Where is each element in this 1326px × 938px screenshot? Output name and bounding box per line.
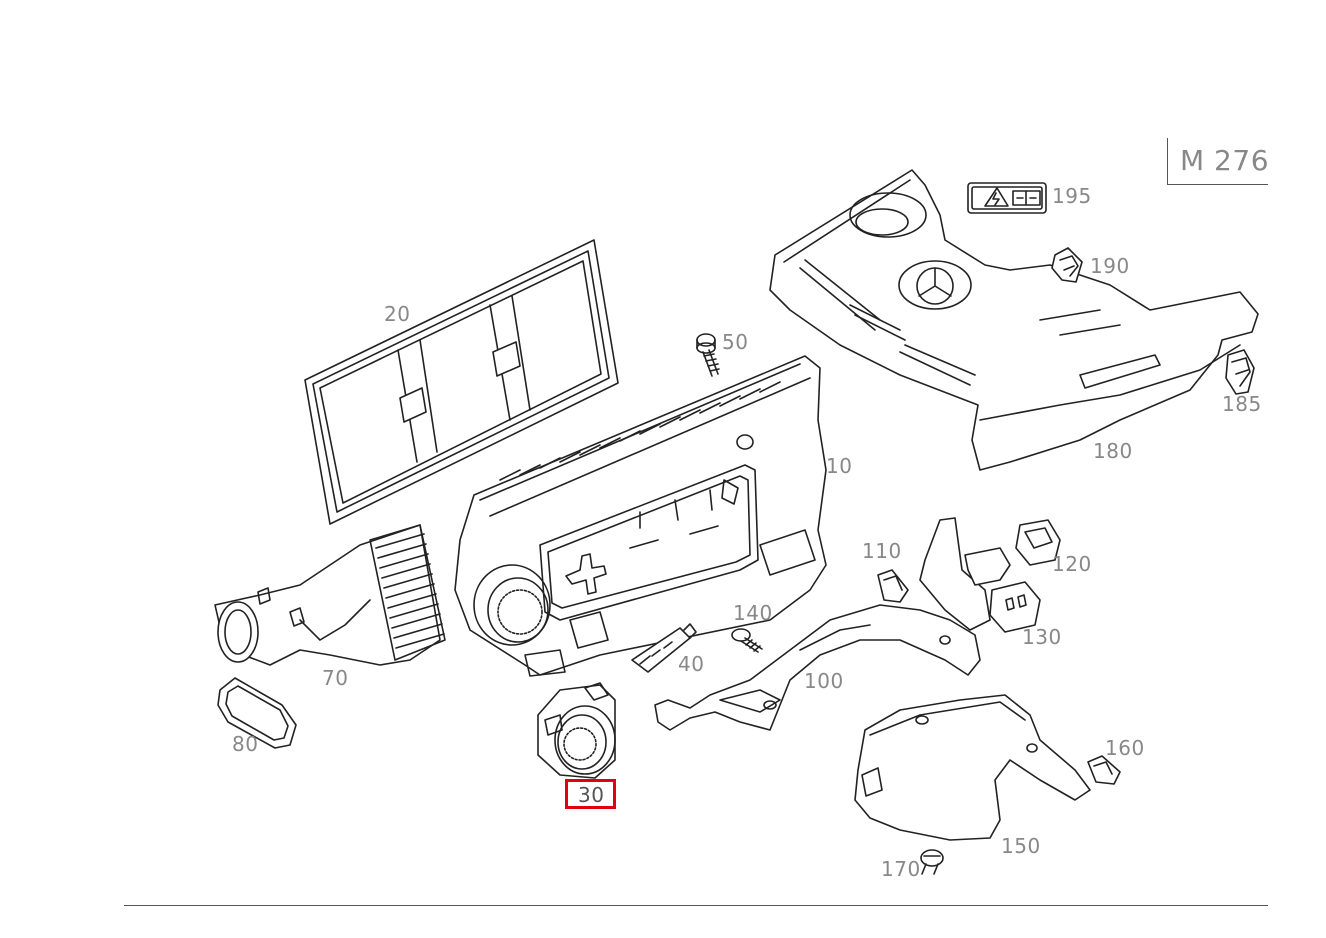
part-40-sensor[interactable] bbox=[632, 624, 696, 672]
part-140-screw[interactable] bbox=[732, 629, 762, 652]
callout-30[interactable]: 30 bbox=[578, 783, 605, 807]
engine-code-frame bbox=[1167, 138, 1268, 185]
callout-80[interactable]: 80 bbox=[232, 732, 259, 756]
part-100-bracket[interactable] bbox=[655, 605, 980, 730]
callout-20[interactable]: 20 bbox=[384, 302, 411, 326]
highlight-box-part-30 bbox=[565, 779, 616, 809]
callout-70[interactable]: 70 bbox=[322, 666, 349, 690]
callout-160[interactable]: 160 bbox=[1105, 736, 1145, 760]
callout-140[interactable]: 140 bbox=[733, 601, 773, 625]
callout-180[interactable]: 180 bbox=[1093, 439, 1133, 463]
part-170-screw[interactable] bbox=[921, 850, 943, 874]
callout-110[interactable]: 110 bbox=[862, 539, 902, 563]
callout-170[interactable]: 170 bbox=[881, 857, 921, 881]
callout-130[interactable]: 130 bbox=[1022, 625, 1062, 649]
callout-10[interactable]: 10 bbox=[826, 454, 853, 478]
callout-100[interactable]: 100 bbox=[804, 669, 844, 693]
callout-195[interactable]: 195 bbox=[1052, 184, 1092, 208]
callout-50[interactable]: 50 bbox=[722, 330, 749, 354]
part-10-air-filter-housing[interactable] bbox=[455, 356, 826, 676]
part-20-air-filter[interactable] bbox=[305, 240, 618, 524]
part-180-engine-cover[interactable] bbox=[770, 170, 1258, 470]
part-190-clip[interactable] bbox=[1052, 248, 1082, 282]
part-120-module[interactable] bbox=[920, 518, 1060, 630]
part-50-bolt[interactable] bbox=[697, 334, 719, 376]
footer-divider bbox=[124, 905, 1268, 906]
callout-190[interactable]: 190 bbox=[1090, 254, 1130, 278]
part-30-maf-sensor[interactable] bbox=[538, 683, 615, 778]
part-160-clip[interactable] bbox=[1088, 756, 1120, 784]
callout-185[interactable]: 185 bbox=[1222, 392, 1262, 416]
part-70-intake-duct[interactable] bbox=[215, 525, 445, 665]
part-195-warning-label[interactable] bbox=[968, 183, 1046, 213]
part-185-clip[interactable] bbox=[1226, 350, 1254, 394]
part-130-fuse-box[interactable] bbox=[990, 582, 1040, 632]
part-110-clip[interactable] bbox=[878, 570, 908, 602]
callout-40[interactable]: 40 bbox=[678, 652, 705, 676]
callout-120[interactable]: 120 bbox=[1052, 552, 1092, 576]
engine-code-label: M 276 bbox=[1180, 144, 1270, 177]
part-150-heat-shield[interactable] bbox=[855, 695, 1090, 840]
part-80-seal-ring[interactable] bbox=[218, 678, 296, 748]
callout-150[interactable]: 150 bbox=[1001, 834, 1041, 858]
